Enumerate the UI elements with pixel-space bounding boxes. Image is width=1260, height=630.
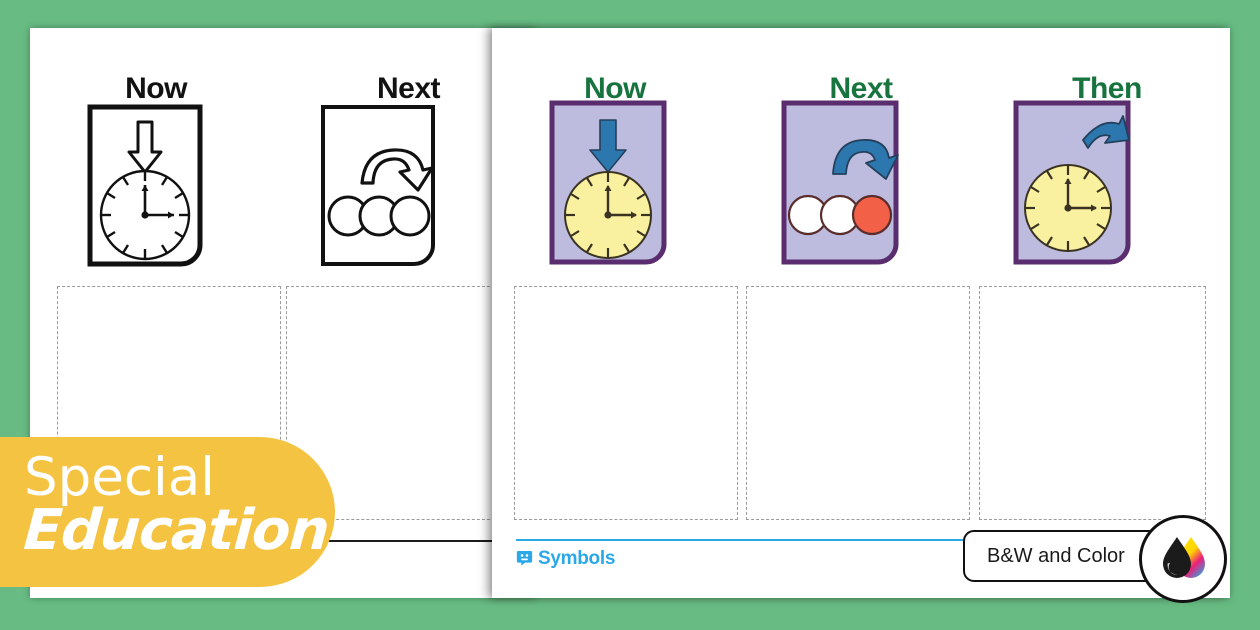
color-column-heading-next: Next <box>829 72 893 105</box>
bw-column-heading-next: Next <box>376 72 441 105</box>
category-badge-line1: Special <box>24 447 215 508</box>
color-footer-rule <box>516 539 1206 542</box>
color-symbol-now <box>549 100 667 265</box>
bw-heading-row: Now Next <box>30 74 535 104</box>
bw-symbol-now <box>86 103 204 268</box>
symbols-brand-label: Symbols <box>538 548 616 569</box>
color-write-box-then[interactable] <box>979 286 1206 520</box>
category-badge-line2: Education <box>21 498 331 563</box>
symbols-brand: Symbols <box>516 549 615 568</box>
color-write-box-next[interactable] <box>746 286 970 520</box>
ink-drops-icon <box>1139 515 1227 603</box>
color-column-heading-then: Then <box>1072 72 1142 105</box>
color-symbol-then <box>1013 100 1131 265</box>
speech-bubble-icon <box>516 550 533 567</box>
bw-symbol-next <box>319 103 437 268</box>
print-mode-label: B&W and Color <box>987 545 1125 567</box>
color-symbol-next <box>781 100 899 265</box>
bw-column-heading-now: Now <box>125 72 187 105</box>
color-column-heading-now: Now <box>584 72 646 105</box>
color-write-box-now[interactable] <box>514 286 738 520</box>
worksheet-page-color: Now Next Then <box>492 28 1230 598</box>
color-heading-row: Now Next Then <box>492 74 1230 104</box>
category-badge: Special Education <box>0 437 335 587</box>
